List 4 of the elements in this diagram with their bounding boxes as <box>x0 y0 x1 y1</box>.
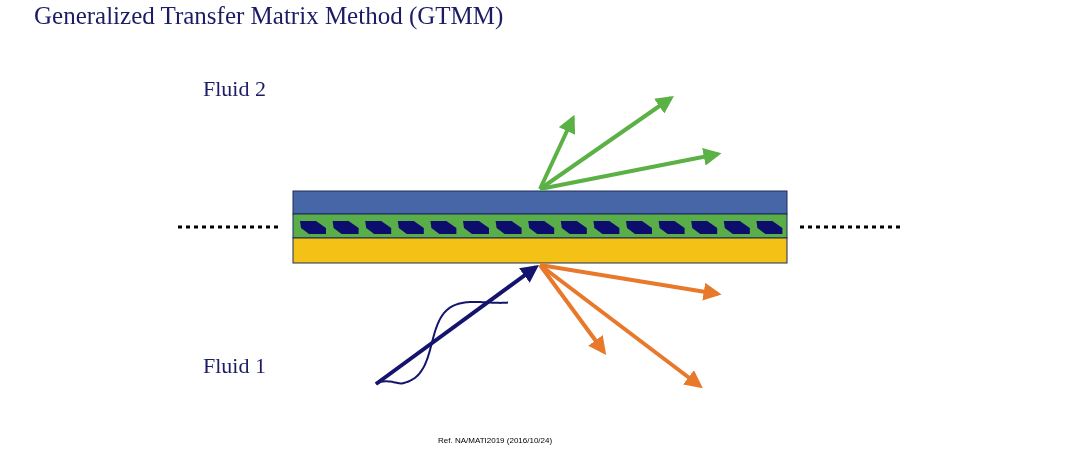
fluid-label: Fluid 1 <box>203 353 266 379</box>
reference-note: Ref. NA/MATI2019 (2016/10/24) <box>438 436 553 445</box>
fluid-label: Fluid 2 <box>203 76 266 102</box>
slide-title: Generalized Transfer Matrix Method (GTMM) <box>34 2 504 30</box>
